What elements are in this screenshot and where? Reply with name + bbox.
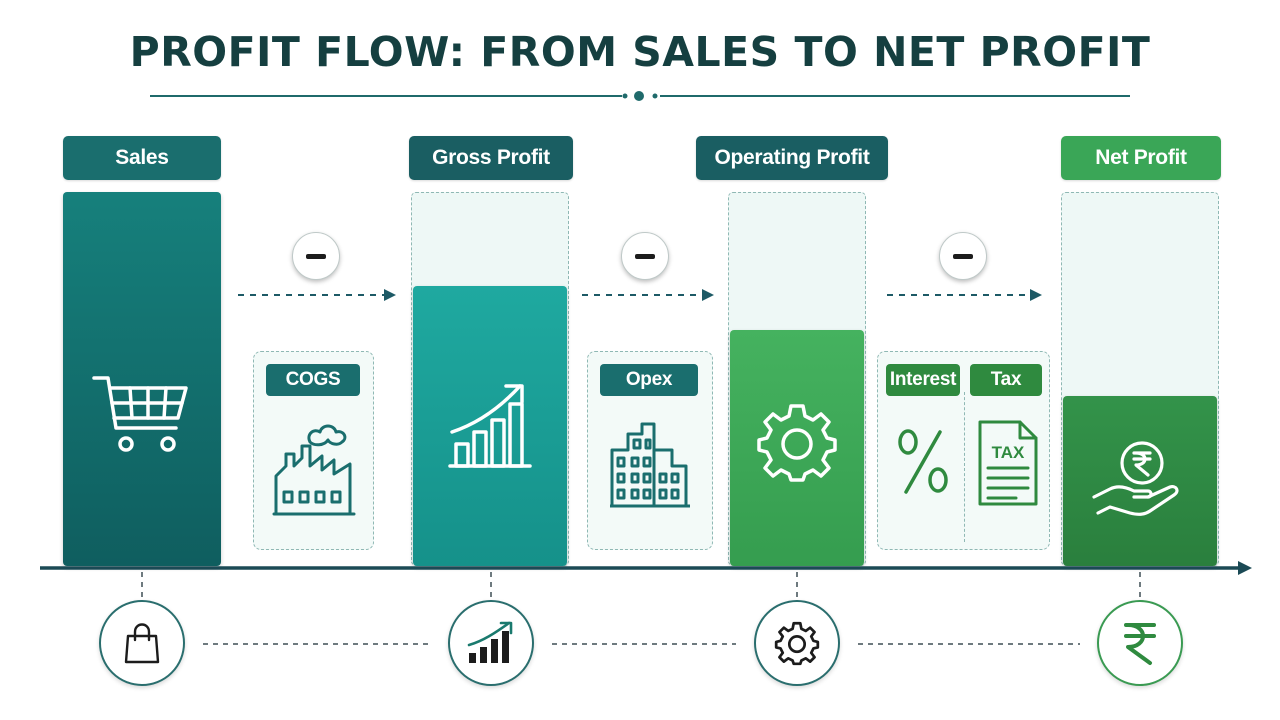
title-divider — [150, 91, 1130, 101]
growth-chart-icon — [467, 621, 513, 663]
growth-chart-icon — [448, 384, 532, 468]
flow-arrows — [238, 289, 1042, 301]
office-building-icon — [610, 422, 690, 508]
interest-tax-box: Interest Tax TAX — [877, 351, 1050, 550]
rupee-hand-icon — [1092, 441, 1179, 516]
interest-label: Interest — [886, 364, 960, 396]
bottom-gear-circle — [754, 600, 840, 686]
tax-document-icon: TAX — [978, 420, 1038, 506]
rupee-icon — [1124, 623, 1156, 665]
shopping-bag-icon — [124, 623, 160, 664]
opex-box: Opex — [587, 351, 713, 550]
tax-label: Tax — [970, 364, 1042, 396]
stage-label-gross-profit: Gross Profit — [409, 136, 573, 180]
shopping-cart-icon — [92, 376, 188, 452]
page-title: PROFIT FLOW: FROM SALES TO NET PROFIT — [129, 28, 1151, 76]
stage-label-sales: Sales — [63, 136, 221, 180]
net-profit-bar — [1063, 396, 1217, 566]
minus-operator-2 — [621, 232, 669, 280]
gear-icon — [757, 404, 837, 482]
stage-label-operating-profit: Operating Profit — [696, 136, 888, 180]
minus-operator-3 — [939, 232, 987, 280]
gross-profit-bar — [413, 286, 567, 566]
gear-icon — [774, 621, 820, 666]
tax-doc-text: TAX — [992, 443, 1025, 462]
stage-label-net-profit: Net Profit — [1061, 136, 1221, 180]
minus-operator-1 — [292, 232, 340, 280]
interest-tax-divider — [964, 392, 965, 542]
bottom-rupee-circle — [1097, 600, 1183, 686]
bottom-connectors — [141, 572, 1141, 645]
cogs-box: COGS — [253, 351, 374, 550]
bottom-growth-chart-circle — [448, 600, 534, 686]
baseline-axis — [40, 561, 1252, 575]
cogs-label: COGS — [266, 364, 360, 396]
sales-bar — [63, 192, 221, 566]
operating-profit-bar — [730, 330, 864, 566]
percent-icon — [898, 429, 948, 494]
factory-icon — [272, 424, 356, 516]
bottom-shopping-bag-circle — [99, 600, 185, 686]
opex-label: Opex — [600, 364, 698, 396]
